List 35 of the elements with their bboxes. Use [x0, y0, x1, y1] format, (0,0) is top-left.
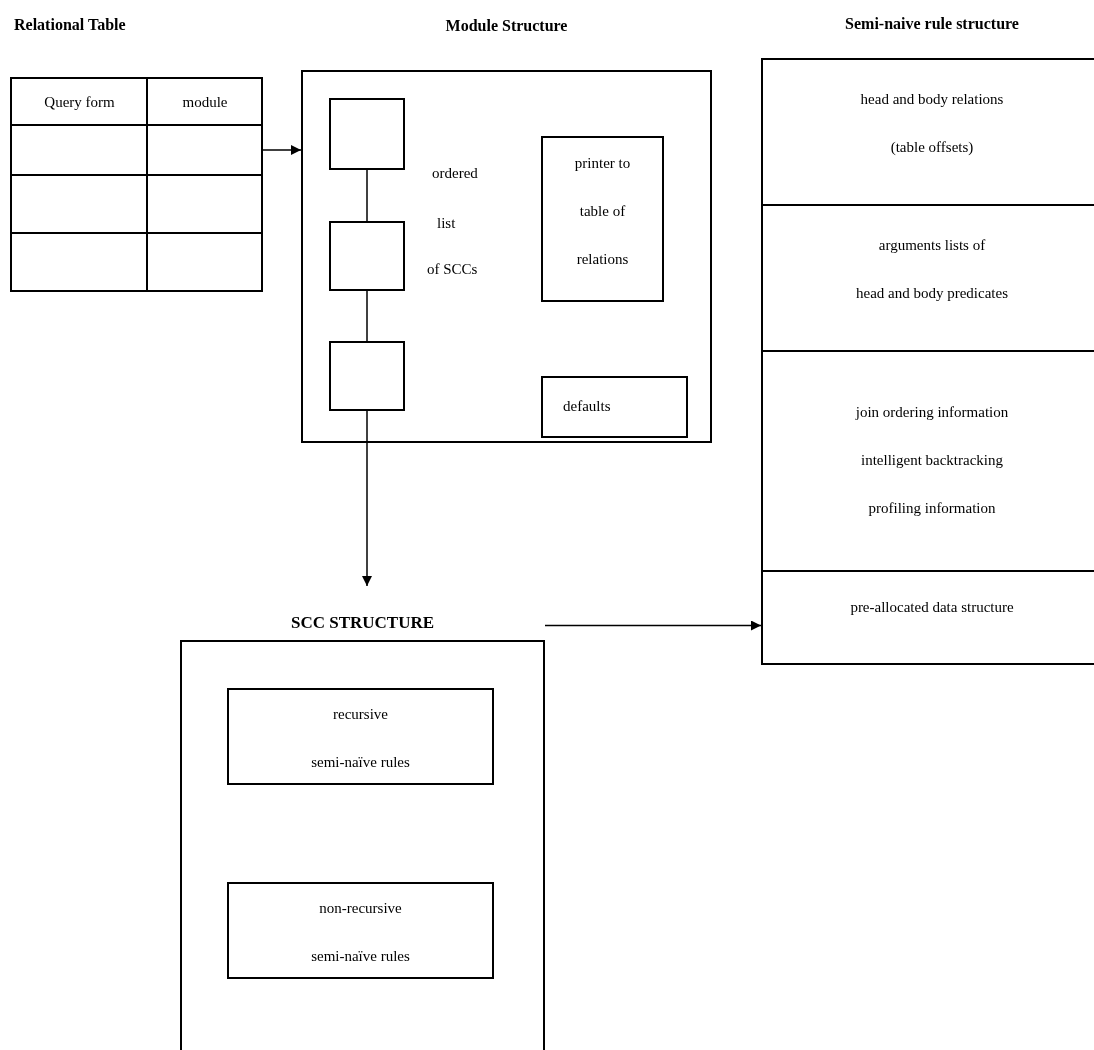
box-text: defaults — [563, 397, 612, 416]
box-text: profiling information — [867, 499, 997, 518]
text-box — [227, 882, 494, 979]
box-text: printer to table of relations — [573, 154, 632, 269]
box-text: head and body predicates — [855, 284, 1009, 303]
box-text: intelligent backtracking — [860, 451, 1004, 470]
arrow — [262, 145, 302, 155]
panel-title: Semi-naive rule structure — [844, 14, 1020, 34]
box-text: semi-naïve rules — [310, 753, 411, 772]
box-text: non-recursive — [318, 899, 403, 918]
connector-line — [366, 169, 368, 222]
panel-title: Relational Table — [14, 15, 126, 35]
arrow — [544, 620, 762, 631]
list-label: ordered — [432, 164, 479, 183]
box-text: semi-naïve rules — [310, 947, 411, 966]
panel-title: Module Structure — [444, 16, 569, 36]
arrow — [362, 410, 372, 587]
column-header: module — [181, 93, 229, 112]
scc-box — [329, 221, 405, 291]
connector-line — [366, 290, 368, 342]
box-text: pre-allocated data structure — [849, 598, 1015, 617]
box-text: recursive — [332, 705, 389, 724]
text-box — [541, 376, 688, 438]
list-label: of SCCs — [427, 260, 479, 279]
scc-box — [329, 98, 405, 170]
column-header: Query form — [43, 93, 116, 112]
text-box — [541, 136, 664, 302]
scc-box — [329, 341, 405, 411]
box-text: head and body relations — [859, 90, 1005, 109]
list-label: list — [437, 214, 457, 233]
box-text: arguments lists of — [877, 236, 987, 255]
box-text: join ordering information — [854, 403, 1010, 422]
box-text: (table offsets) — [889, 138, 975, 157]
text-box — [227, 688, 494, 785]
panel-title: SCC STRUCTURE — [289, 612, 436, 634]
